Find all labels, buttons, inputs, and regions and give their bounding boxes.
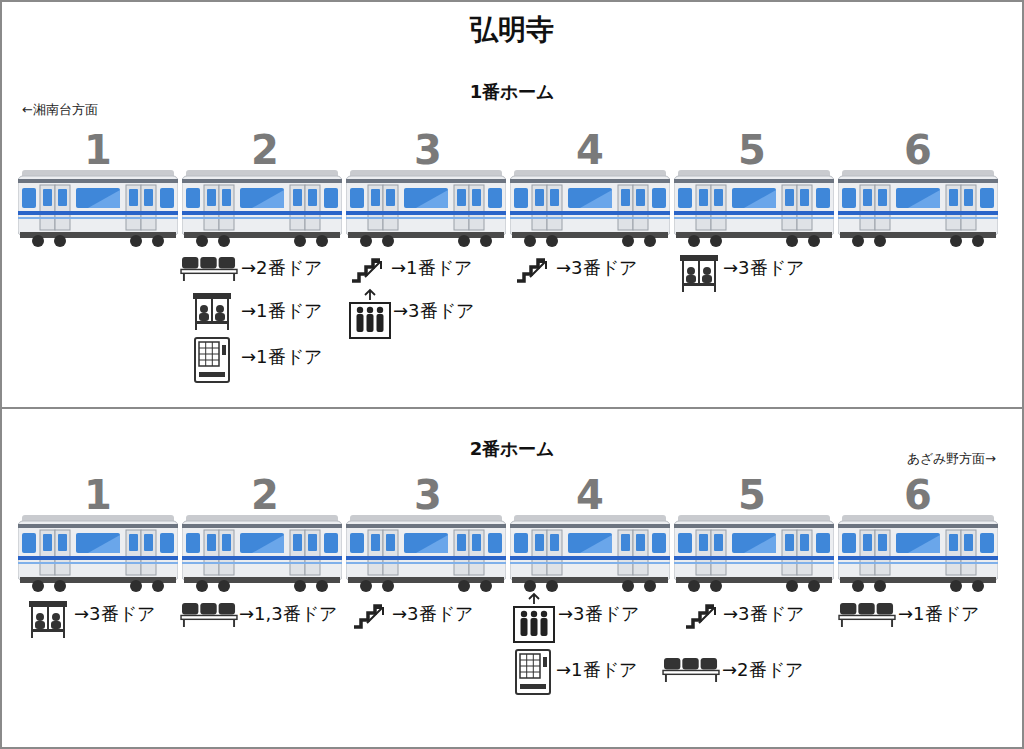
train-car bbox=[838, 170, 998, 247]
car-number: 6 bbox=[904, 471, 932, 519]
door-note: →3番ドア bbox=[74, 603, 155, 625]
car-number: 5 bbox=[738, 126, 766, 174]
train-car bbox=[18, 515, 178, 592]
door-note: →3番ドア bbox=[556, 257, 637, 279]
station-title: 弘明寺 bbox=[470, 11, 554, 49]
direction-label: ←湘南台方面 bbox=[22, 102, 98, 118]
door-note: →1番ドア bbox=[391, 257, 472, 279]
car-number: 5 bbox=[738, 471, 766, 519]
platform-heading: 2番ホーム bbox=[2, 437, 1022, 461]
door-note: →2番ドア bbox=[722, 659, 803, 681]
platform-heading: 1番ホーム bbox=[2, 80, 1022, 104]
car-number: 3 bbox=[414, 471, 442, 519]
car-number: 4 bbox=[576, 126, 604, 174]
train-car bbox=[674, 170, 834, 247]
door-note: →3番ドア bbox=[558, 603, 639, 625]
car-number: 2 bbox=[251, 126, 279, 174]
door-note: →2番ドア bbox=[241, 257, 322, 279]
door-note: →1番ドア bbox=[241, 300, 322, 322]
car-number: 2 bbox=[251, 471, 279, 519]
door-note: →3番ドア bbox=[723, 603, 804, 625]
direction-label: あざみ野方面→ bbox=[907, 451, 996, 467]
car-number: 6 bbox=[904, 126, 932, 174]
door-note: →3番ドア bbox=[723, 257, 804, 279]
train-car bbox=[18, 170, 178, 247]
train-car bbox=[510, 170, 670, 247]
door-note: →1番ドア bbox=[556, 659, 637, 681]
door-note: →1番ドア bbox=[898, 603, 979, 625]
door-note: →3番ドア bbox=[392, 603, 473, 625]
door-note: →1番ドア bbox=[241, 346, 322, 368]
door-note: →1,3番ドア bbox=[239, 603, 337, 625]
train-car bbox=[346, 170, 506, 247]
train-car bbox=[182, 170, 342, 247]
car-number: 4 bbox=[576, 471, 604, 519]
train-car bbox=[346, 515, 506, 592]
train-car bbox=[674, 515, 834, 592]
car-number: 1 bbox=[84, 471, 112, 519]
train-car bbox=[838, 515, 998, 592]
car-number: 1 bbox=[84, 126, 112, 174]
train-car bbox=[510, 515, 670, 592]
platform-panel: 2番ホーム bbox=[0, 407, 1024, 749]
platform-panel: 1番ホーム bbox=[0, 0, 1024, 409]
car-number: 3 bbox=[414, 126, 442, 174]
train-car bbox=[182, 515, 342, 592]
door-note: →3番ドア bbox=[393, 300, 474, 322]
